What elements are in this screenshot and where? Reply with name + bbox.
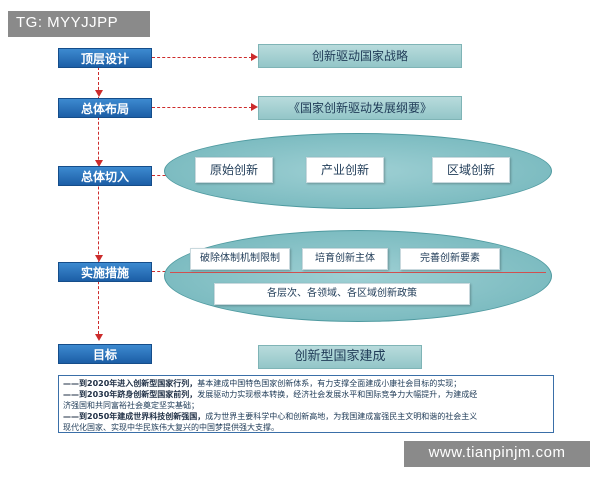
ellipse-divider-line xyxy=(170,272,546,273)
note-line-2030-cont: 济强国和共同富裕社会奠定坚实基础； xyxy=(63,400,549,411)
strategy-box: 创新驱动国家战略 xyxy=(258,44,462,68)
note-text: 现代化国家、实现中华民族伟大复兴的中国梦提供强大支撑。 xyxy=(63,423,279,432)
note-line-2020: ——到2020年进入创新型国家行列，基本建成中国特色国家创新体系，有力支撑全面建… xyxy=(63,378,549,389)
label-goal: 目标 xyxy=(58,344,152,364)
note-text: 发展驱动力实现根本转换，经济社会发展水平和国际竞争力大幅提升，为建成经 xyxy=(197,390,478,399)
note-line-2050: ——到2050年建成世界科技创新强国，成为世界主要科学中心和创新高地，为我国建成… xyxy=(63,411,549,422)
label-overall-entry: 总体切入 xyxy=(58,166,152,186)
flow-line-vertical xyxy=(98,67,99,339)
note-text: 基本建成中国特色国家创新体系，有力支撑全面建成小康社会目标的实现； xyxy=(197,379,462,388)
improve-elements-box: 完善创新要素 xyxy=(400,248,500,270)
outline-box: 《国家创新驱动发展纲要》 xyxy=(258,96,462,120)
goal-box: 创新型国家建成 xyxy=(258,345,422,369)
arrow-right-line xyxy=(152,57,252,58)
note-text: 成为世界主要科学中心和创新高地，为我国建成富强民主文明和谐的社会主义 xyxy=(205,412,478,421)
regional-innovation-box: 区域创新 xyxy=(432,157,510,183)
note-line-2030: ——到2030年跻身创新型国家前列，发展驱动力实现根本转换，经济社会发展水平和国… xyxy=(63,389,549,400)
policies-box: 各层次、各领域、各区域创新政策 xyxy=(214,283,470,305)
arrow-right-icon xyxy=(251,53,258,61)
cultivate-subjects-box: 培育创新主体 xyxy=(302,248,388,270)
arrow-right-line xyxy=(152,175,176,176)
arrow-down-icon xyxy=(95,160,103,167)
note-bold: ——到2050年建成世界科技创新强国， xyxy=(63,412,206,421)
note-line-2050-cont: 现代化国家、实现中华民族伟大复兴的中国梦提供强大支撑。 xyxy=(63,422,549,433)
remove-restrictions-box: 破除体制机制限制 xyxy=(190,248,290,270)
label-measures: 实施措施 xyxy=(58,262,152,282)
arrow-right-line xyxy=(152,107,252,108)
original-innovation-box: 原始创新 xyxy=(195,157,273,183)
arrow-down-icon xyxy=(95,334,103,341)
note-bold: ——到2020年进入创新型国家行列， xyxy=(63,379,198,388)
arrow-right-icon xyxy=(251,103,258,111)
label-overall-layout: 总体布局 xyxy=(58,98,152,118)
label-top-design: 顶层设计 xyxy=(58,48,152,68)
goals-note-box: ——到2020年进入创新型国家行列，基本建成中国特色国家创新体系，有力支撑全面建… xyxy=(58,375,554,433)
note-bold: ——到2030年跻身创新型国家前列， xyxy=(63,390,198,399)
arrow-down-icon xyxy=(95,90,103,97)
note-text: 济强国和共同富裕社会奠定坚实基础； xyxy=(63,401,199,410)
watermark-top: TG: MYYJJPP xyxy=(8,11,150,37)
arrow-down-icon xyxy=(95,255,103,262)
watermark-bottom: www.tianpinjm.com xyxy=(404,441,590,467)
measures-ellipse xyxy=(164,230,552,322)
industry-innovation-box: 产业创新 xyxy=(306,157,384,183)
